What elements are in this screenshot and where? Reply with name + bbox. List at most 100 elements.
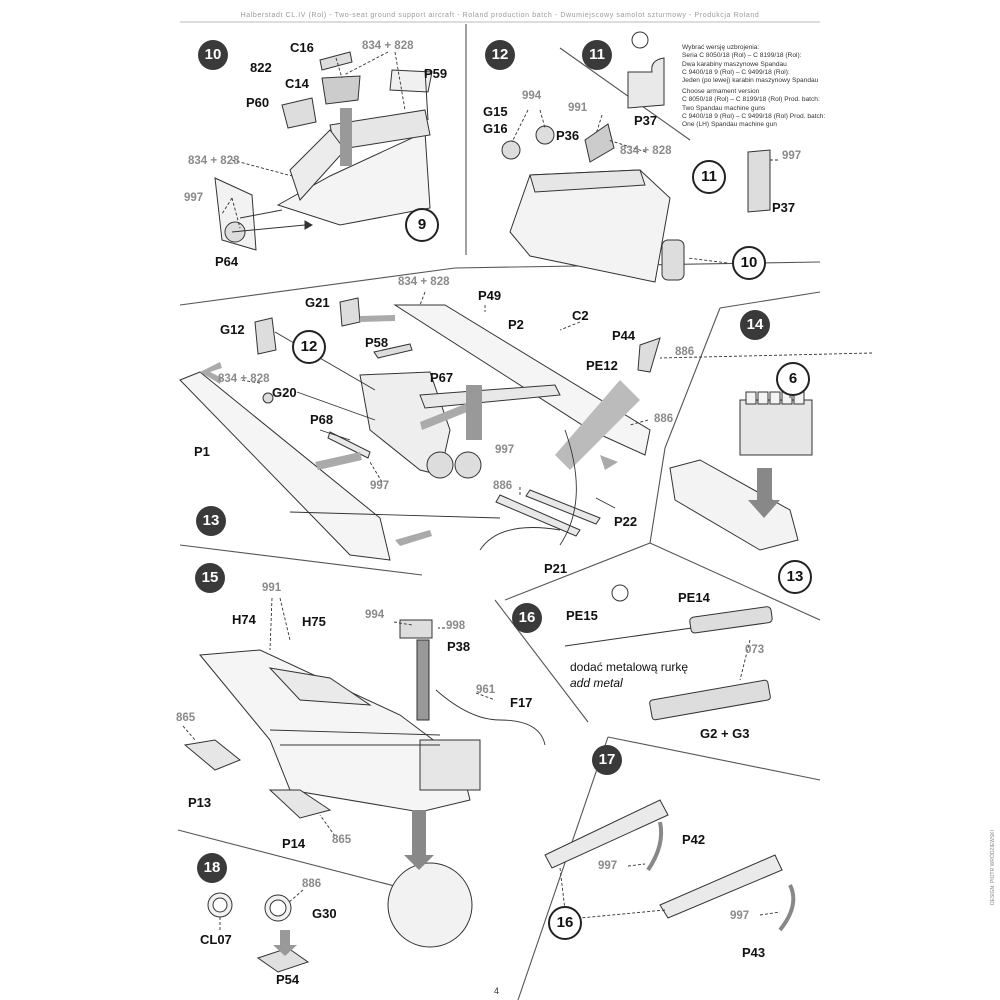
label-994-s12: 994: [522, 90, 542, 102]
label-994-s15: 994: [365, 609, 385, 621]
step13-lines: [274, 331, 616, 551]
label-p42: P42: [682, 832, 706, 847]
label-p14: P14: [282, 836, 306, 851]
ref-step-10: 10: [732, 246, 766, 280]
label-073: 073: [745, 644, 765, 656]
step13-leaders: [239, 291, 873, 496]
step16-drawing: [564, 584, 773, 721]
label-g12: G12: [220, 322, 245, 337]
armament-note-en: Choose armament version C 8050/18 (Rol) …: [682, 88, 842, 129]
label-997-s10: 997: [184, 192, 204, 204]
label-p49: P49: [478, 288, 502, 303]
label-p22: P22: [614, 514, 638, 529]
label-c16: C16: [290, 40, 314, 55]
label-g30: G30: [312, 906, 337, 921]
label-991-s15: 991: [262, 582, 282, 594]
label-pe12: PE12: [586, 358, 618, 373]
label-cl07: CL07: [200, 932, 232, 947]
label-p43: P43: [742, 945, 766, 960]
step-badge-11: 11: [582, 40, 612, 70]
label-g2-g3: G2 + G3: [700, 726, 750, 741]
design-credit: DESIGN: PIOTR WRÓDZIEWSKI: [990, 829, 996, 905]
label-g21: G21: [305, 295, 330, 310]
label-g15: G15: [483, 104, 508, 119]
label-f17: F17: [510, 695, 533, 710]
caption-add-metal-pl: dodać metalową rurkę: [570, 660, 689, 674]
label-997-s13-b: 997: [370, 480, 390, 492]
label-997-s13-a: 997: [495, 444, 515, 456]
step-badge-13: 13: [196, 506, 226, 536]
note-pl-line-3: Dwa karabiny maszynowe Spandau: [682, 60, 787, 68]
label-886-c: 886: [493, 480, 513, 492]
note-en-line-1: Choose armament version: [682, 88, 760, 95]
label-834-828-a: 834 + 828: [362, 40, 414, 52]
note-en-line-4: C 9400/18 9 (Rol) – C 9499/18 (Rol) Prod…: [682, 112, 826, 120]
label-p36: P36: [556, 128, 580, 143]
step11-drawing: [627, 31, 771, 213]
note-pl-line-2: Seria C 8050/18 (Rol) – C 8199/18 (Rol):: [682, 52, 802, 60]
step18-drawing: [207, 892, 310, 973]
label-p54: P54: [276, 972, 300, 987]
ref-step-12: 12: [292, 330, 326, 364]
label-p67: P67: [430, 370, 454, 385]
label-p58: P58: [365, 335, 389, 350]
label-886-s18: 886: [302, 878, 322, 890]
label-p37-b: P37: [772, 200, 796, 215]
label-p21: P21: [544, 561, 568, 576]
label-834-828-b: 834 + 828: [188, 155, 240, 167]
label-g16: G16: [483, 121, 508, 136]
ref-step-16: 16: [548, 906, 582, 940]
label-p2: P2: [508, 317, 524, 332]
step15-drawing: [183, 619, 481, 948]
label-pe14: PE14: [678, 590, 710, 605]
step15-leaders: [182, 597, 496, 837]
step17-drawing: [544, 799, 796, 932]
step13-arrows: [200, 315, 640, 546]
step-badge-10: 10: [198, 40, 228, 70]
label-p59: P59: [424, 66, 448, 81]
note-pl-line-4: C 9400/18 9 (Rol) – C 9499/18 (Rol):: [682, 68, 790, 76]
label-p13: P13: [188, 795, 212, 810]
note-pl-line-1: Wybrać wersję uzbrojenia:: [682, 44, 760, 51]
step15-arrow: [404, 810, 434, 870]
label-822: 822: [250, 60, 272, 75]
label-991-s12: 991: [568, 102, 588, 114]
label-p64: P64: [215, 254, 239, 269]
ref-step-9: 9: [405, 208, 439, 242]
label-998: 998: [446, 620, 466, 632]
label-997-s11: 997: [782, 150, 802, 162]
caption-add-metal-en: add metal: [570, 676, 623, 690]
ref-step-11: 11: [692, 160, 726, 194]
label-961: 961: [476, 684, 496, 696]
note-en-line-5: One (LH) Spandau machine gun: [682, 121, 777, 129]
label-p1: P1: [194, 444, 210, 459]
step14-drawing: [669, 391, 813, 551]
ref-step-13: 13: [778, 560, 812, 594]
label-c14: C14: [285, 76, 309, 91]
label-865-b: 865: [332, 834, 352, 846]
label-h75: H75: [302, 614, 326, 629]
label-p37-a: P37: [634, 113, 658, 128]
label-997-s17-a: 997: [598, 860, 618, 872]
step15-lines: [269, 689, 546, 746]
note-en-line-3: Two Spandau machine guns: [682, 104, 766, 112]
page-number: 4: [494, 986, 500, 996]
step12-drawing: [501, 123, 685, 283]
step17-leaders: [559, 863, 781, 919]
note-en-line-2: C 8050/18 (Rol) – C 8199/18 (Rol) Prod. …: [682, 96, 820, 104]
step10-drawing: [214, 51, 433, 251]
step-badge-14: 14: [740, 310, 770, 340]
step-badge-15: 15: [195, 563, 225, 593]
label-834-828-top: 834 + 828: [398, 276, 450, 288]
label-865-a: 865: [176, 712, 196, 724]
label-p68: P68: [310, 412, 334, 427]
step10-leaders: [221, 51, 406, 229]
label-886-b: 886: [654, 413, 674, 425]
label-pe15: PE15: [566, 608, 598, 623]
label-g20: G20: [272, 385, 297, 400]
step14-arrow: [748, 468, 780, 518]
note-pl-line-5: Jeden (po lewej) karabin maszynowy Spand…: [682, 77, 819, 85]
label-p44: P44: [612, 328, 636, 343]
